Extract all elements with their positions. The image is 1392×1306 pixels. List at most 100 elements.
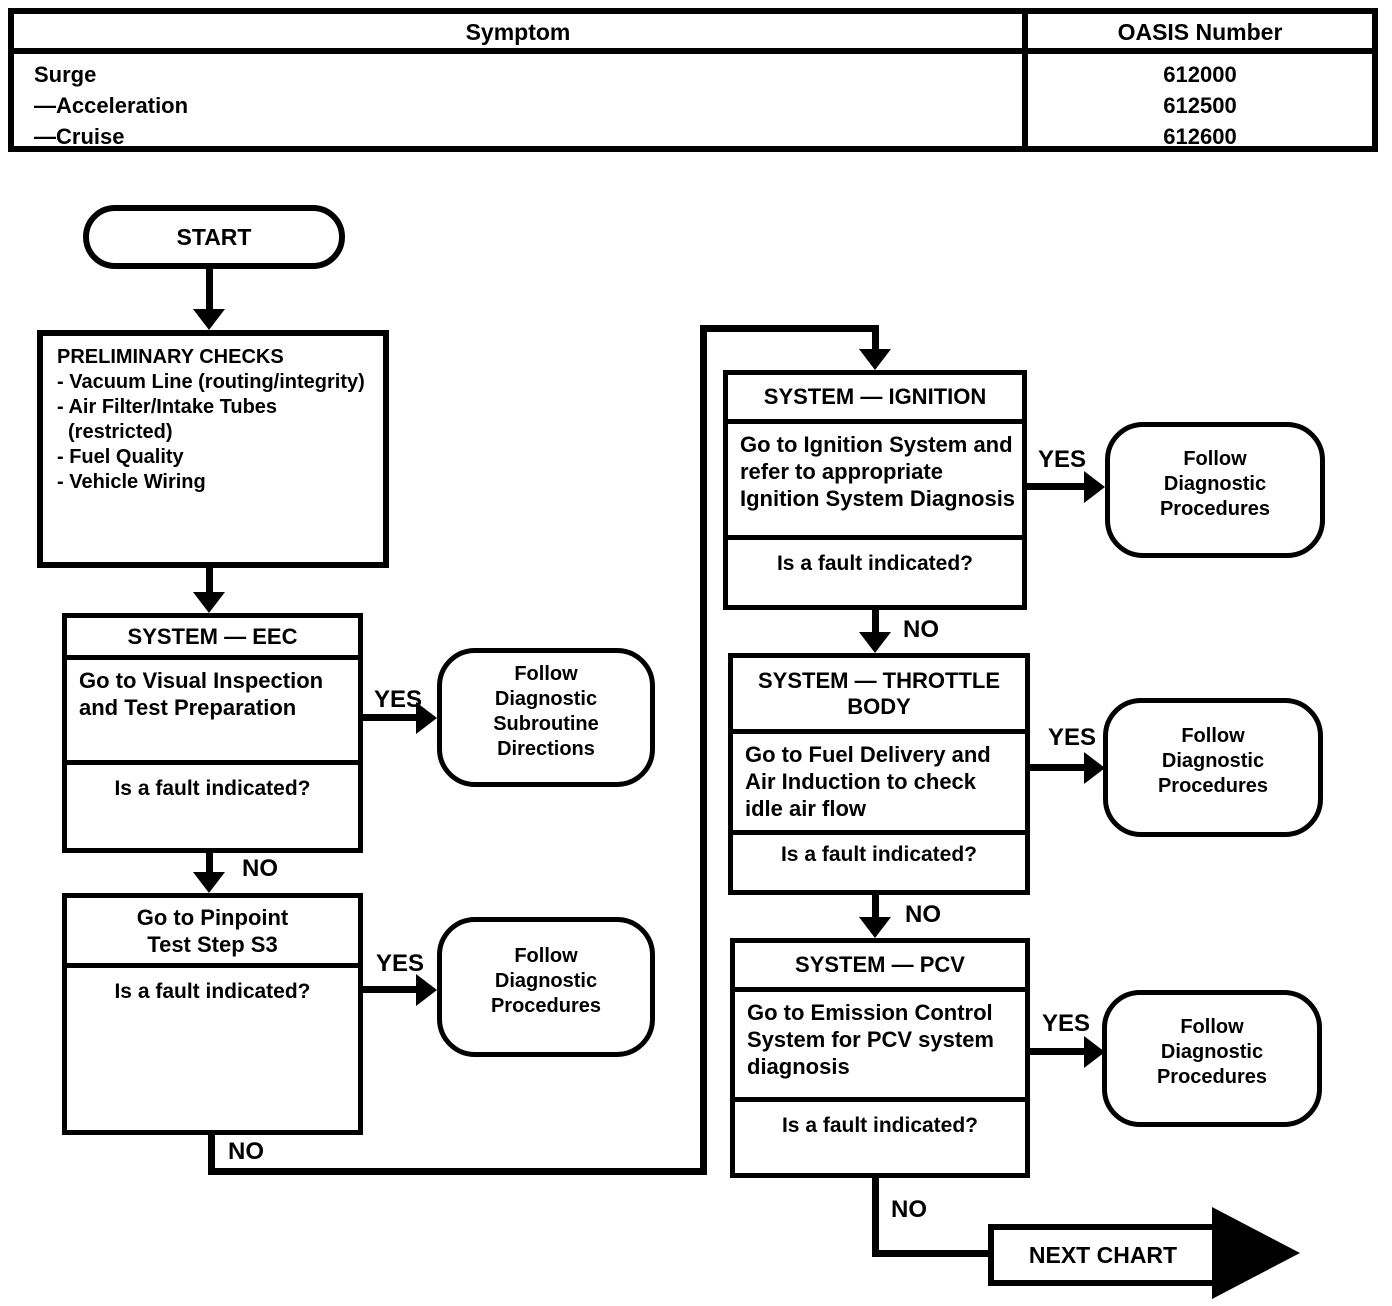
terminal-line: Procedures bbox=[490, 994, 602, 1017]
terminal-line: Diagnostic bbox=[1161, 750, 1265, 772]
system-throttle-body-line: Air Induction to check bbox=[745, 769, 977, 794]
connector-pinpoint-yes bbox=[363, 986, 419, 993]
terminal-line: Diagnostic bbox=[1163, 472, 1267, 495]
connector-throttle-yes bbox=[1030, 764, 1087, 771]
terminal-line: Follow bbox=[1180, 1016, 1244, 1038]
system-ignition-body-line: refer to appropriate bbox=[740, 459, 943, 484]
arrowhead-down-icon bbox=[193, 309, 225, 330]
table-row-symptom: —Acceleration bbox=[34, 93, 189, 118]
preliminary-item: - Vacuum Line (routing/integrity) bbox=[57, 371, 365, 393]
no-label: NO bbox=[903, 616, 939, 643]
connector-pcv-yes bbox=[1030, 1048, 1087, 1055]
connector-eec-yes bbox=[363, 714, 419, 721]
arrowhead-right-icon bbox=[1084, 1036, 1105, 1068]
yes-label: YES bbox=[376, 950, 425, 977]
connector-eec-no bbox=[206, 853, 213, 875]
preliminary-title: PRELIMINARY CHECKS bbox=[57, 346, 284, 368]
terminal-line: Follow bbox=[514, 944, 578, 967]
start-node: START bbox=[83, 205, 345, 269]
no-label: NO bbox=[228, 1138, 264, 1165]
system-throttle-body: Go to Fuel Delivery and Air Induction to… bbox=[733, 734, 1025, 835]
connector-start-preliminary bbox=[206, 267, 213, 312]
next-chart-label: NEXT CHART bbox=[1028, 1241, 1178, 1268]
arrowhead-right-icon bbox=[416, 974, 437, 1006]
arrowhead-down-icon bbox=[193, 592, 225, 613]
system-pcv-box: SYSTEM — PCV Go to Emission Control Syst… bbox=[730, 938, 1030, 1178]
system-ignition-question: Is a fault indicated? bbox=[776, 552, 974, 575]
connector-pinpoint-no-drop bbox=[208, 1135, 215, 1175]
terminal-line: Procedures bbox=[1157, 775, 1269, 797]
terminal-line: Follow bbox=[514, 662, 578, 685]
system-eec-body-line: and Test Preparation bbox=[79, 695, 297, 720]
table-header-symptom: Symptom bbox=[465, 18, 571, 45]
system-eec-body-line: Go to Visual Inspection bbox=[79, 668, 324, 693]
terminal-line: Diagnostic bbox=[494, 969, 598, 992]
preliminary-item: - Fuel Quality bbox=[57, 446, 184, 468]
symptom-oasis-table: Symptom OASIS Number Surge 612000 —Accel… bbox=[8, 8, 1378, 152]
arrowhead-right-icon bbox=[416, 702, 437, 734]
system-eec-title: SYSTEM — EEC bbox=[127, 623, 298, 649]
terminal-line: Follow bbox=[1181, 725, 1245, 747]
no-label: NO bbox=[905, 901, 941, 928]
terminal-line: Follow bbox=[1183, 447, 1247, 470]
system-pcv-title: SYSTEM — PCV bbox=[795, 952, 965, 977]
connector-ignition-yes bbox=[1027, 483, 1087, 490]
system-ignition-title: SYSTEM — IGNITION bbox=[763, 384, 987, 409]
system-throttle-body-box: SYSTEM — THROTTLE BODY Go to Fuel Delive… bbox=[728, 653, 1030, 895]
arrowhead-down-icon bbox=[859, 632, 891, 653]
system-pcv-body: Go to Emission Control System for PCV sy… bbox=[735, 992, 1025, 1102]
pinpoint-title-line: Test Step S3 bbox=[147, 931, 278, 957]
system-throttle-question: Is a fault indicated? bbox=[780, 843, 978, 866]
connector-riser-to-ignition bbox=[700, 325, 707, 1175]
connector-ignition-entry bbox=[872, 331, 879, 351]
preliminary-item-continuation: (restricted) bbox=[68, 421, 173, 443]
connector-preliminary-eec bbox=[206, 568, 213, 594]
no-label: NO bbox=[242, 855, 278, 882]
system-throttle-body-line: idle air flow bbox=[745, 796, 867, 821]
pinpoint-question: Is a fault indicated? bbox=[114, 980, 311, 1003]
connector-top-to-ignition bbox=[700, 325, 879, 332]
yes-label: YES bbox=[374, 686, 423, 713]
connector-throttle-no bbox=[872, 895, 879, 920]
terminal-line: Subroutine bbox=[493, 712, 599, 735]
system-pcv-body-line: diagnosis bbox=[747, 1054, 850, 1079]
yes-label: YES bbox=[1038, 446, 1087, 473]
terminal-line: Procedures bbox=[1159, 497, 1271, 520]
connector-ignition-no bbox=[872, 610, 879, 634]
terminal-subroutine-directions: Follow Diagnostic Subroutine Directions bbox=[437, 648, 655, 787]
system-pcv-body-line: System for PCV system bbox=[747, 1027, 994, 1052]
no-label: NO bbox=[891, 1196, 927, 1223]
system-pcv-body-line: Go to Emission Control bbox=[747, 1000, 993, 1025]
terminal-procedures: Follow Diagnostic Procedures bbox=[1105, 422, 1325, 558]
system-ignition-header: SYSTEM — IGNITION bbox=[728, 375, 1022, 424]
connector-pcv-no-drop bbox=[872, 1178, 879, 1257]
yes-label: YES bbox=[1048, 724, 1097, 751]
connector-pcv-no-across bbox=[872, 1250, 990, 1257]
arrowhead-down-icon bbox=[193, 872, 225, 893]
system-ignition-body-line: Go to Ignition System and bbox=[740, 432, 1013, 457]
system-pcv-question: Is a fault indicated? bbox=[781, 1114, 979, 1137]
terminal-procedures: Follow Diagnostic Procedures bbox=[1102, 990, 1322, 1127]
arrowhead-down-icon bbox=[859, 917, 891, 938]
system-pcv-header: SYSTEM — PCV bbox=[735, 943, 1025, 992]
table-row-oasis: 612500 bbox=[1163, 93, 1237, 118]
arrowhead-down-icon bbox=[859, 349, 891, 370]
system-ignition-body: Go to Ignition System and refer to appro… bbox=[728, 424, 1022, 540]
table-column-divider bbox=[1022, 14, 1028, 146]
next-chart-node: NEXT CHART bbox=[988, 1224, 1218, 1286]
yes-label: YES bbox=[1042, 1010, 1091, 1037]
table-header-divider bbox=[14, 48, 1372, 54]
terminal-line: Directions bbox=[497, 737, 595, 760]
start-label: START bbox=[176, 223, 252, 250]
system-throttle-body-line: Go to Fuel Delivery and bbox=[745, 742, 991, 767]
terminal-line: Procedures bbox=[1156, 1066, 1268, 1088]
connector-pinpoint-no-across bbox=[208, 1168, 707, 1175]
preliminary-item: - Vehicle Wiring bbox=[57, 471, 206, 493]
terminal-line: Diagnostic bbox=[494, 687, 598, 710]
table-row-oasis: 612600 bbox=[1163, 124, 1237, 149]
system-throttle-title-line: BODY bbox=[847, 693, 911, 719]
preliminary-item: - Air Filter/Intake Tubes bbox=[57, 396, 278, 418]
table-row-symptom: —Cruise bbox=[34, 124, 125, 149]
next-chart-arrow-icon bbox=[1212, 1207, 1300, 1299]
